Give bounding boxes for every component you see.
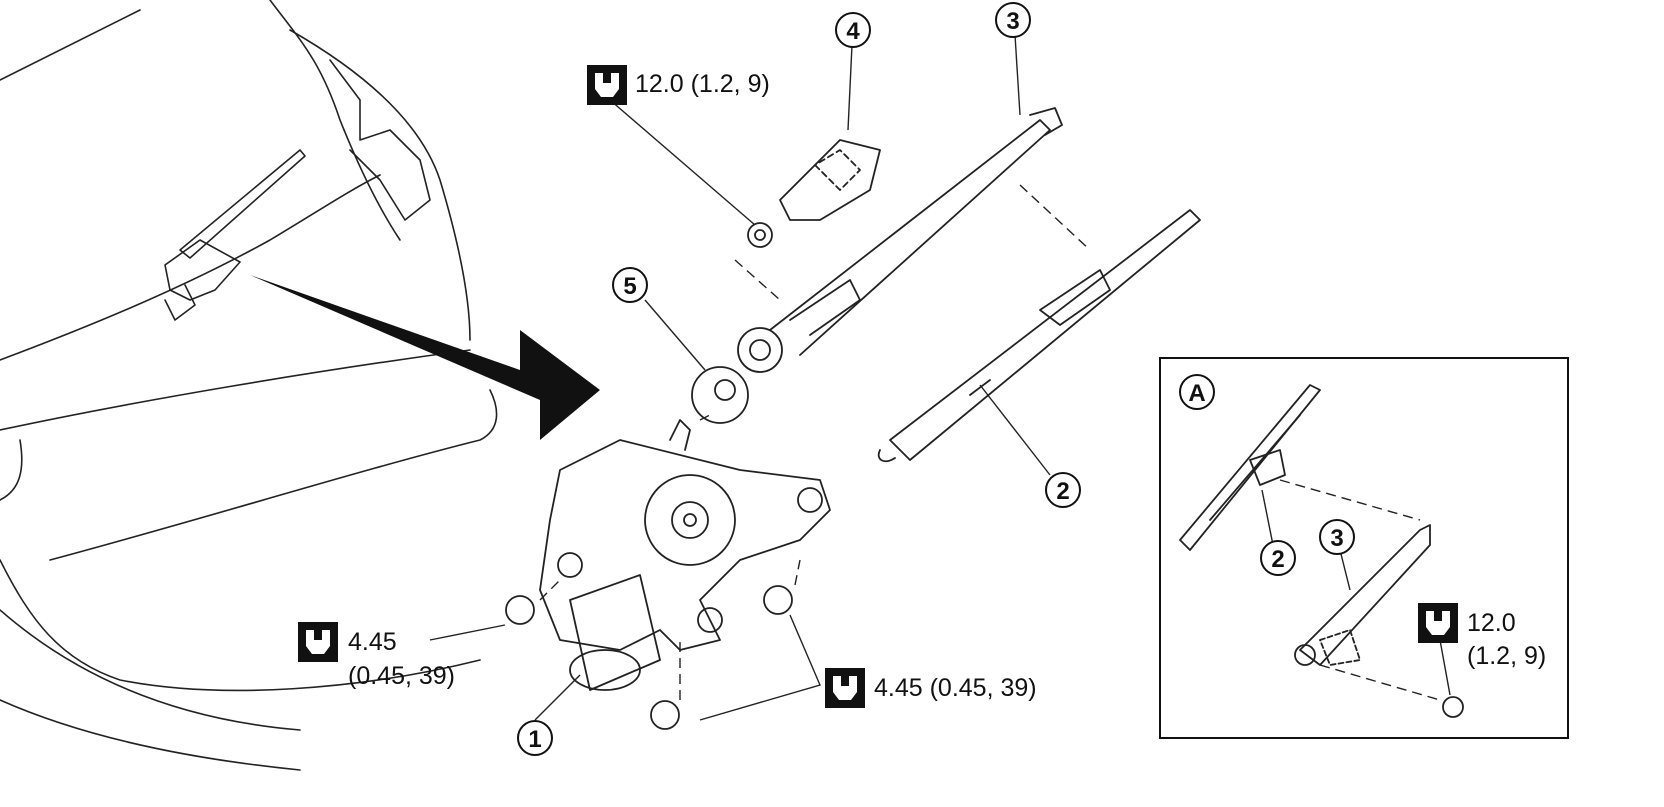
svg-text:3: 3: [1330, 525, 1343, 552]
inset-torque-label-units: (1.2, 9): [1467, 642, 1547, 670]
inset-callout-3: 3: [1319, 519, 1355, 555]
motor-bolts: [505, 585, 793, 730]
wiper-blade: [877, 209, 1201, 463]
arm-nut: [747, 222, 773, 248]
svg-text:5: 5: [623, 273, 636, 300]
svg-text:2: 2: [1271, 546, 1284, 573]
seal-washer: [691, 366, 749, 424]
torque-label-right-bolts: 4.45 (0.45, 39): [874, 674, 1037, 702]
arm-cap: [779, 139, 881, 221]
wiper-arm: [737, 107, 1063, 373]
svg-text:1: 1: [528, 726, 541, 753]
inset-torque-label-value: 12.0: [1467, 609, 1516, 637]
torque-label-left-bolt-units: (0.45, 39): [348, 662, 456, 690]
door-wiper-sketch: [164, 149, 306, 321]
svg-text:4: 4: [846, 18, 860, 45]
callout-1: 1: [517, 720, 553, 756]
back-door-outline: [0, 0, 498, 771]
callout-5: 5: [612, 267, 648, 303]
torque-wrench-icon: [587, 65, 627, 105]
torque-wrench-icon: [298, 622, 338, 662]
svg-text:3: 3: [1006, 8, 1019, 35]
callout-2: 2: [1045, 472, 1081, 508]
arrow-icon: [250, 275, 600, 440]
inset-callout-2: 2: [1260, 540, 1296, 576]
svg-text:A: A: [1188, 380, 1205, 407]
wiper-motor: [539, 419, 831, 691]
torque-label-arm-nut: 12.0 (1.2, 9): [635, 70, 770, 98]
torque-wrench-icon: [1418, 603, 1458, 643]
inset-letter-a: A: [1179, 374, 1215, 410]
inset-view-a: A 2 3: [1159, 357, 1569, 739]
svg-text:2: 2: [1056, 478, 1069, 505]
callout-4: 4: [835, 12, 871, 48]
torque-wrench-icon: [825, 668, 865, 708]
callout-3: 3: [995, 2, 1031, 38]
torque-label-left-bolt-value: 4.45: [348, 628, 397, 656]
